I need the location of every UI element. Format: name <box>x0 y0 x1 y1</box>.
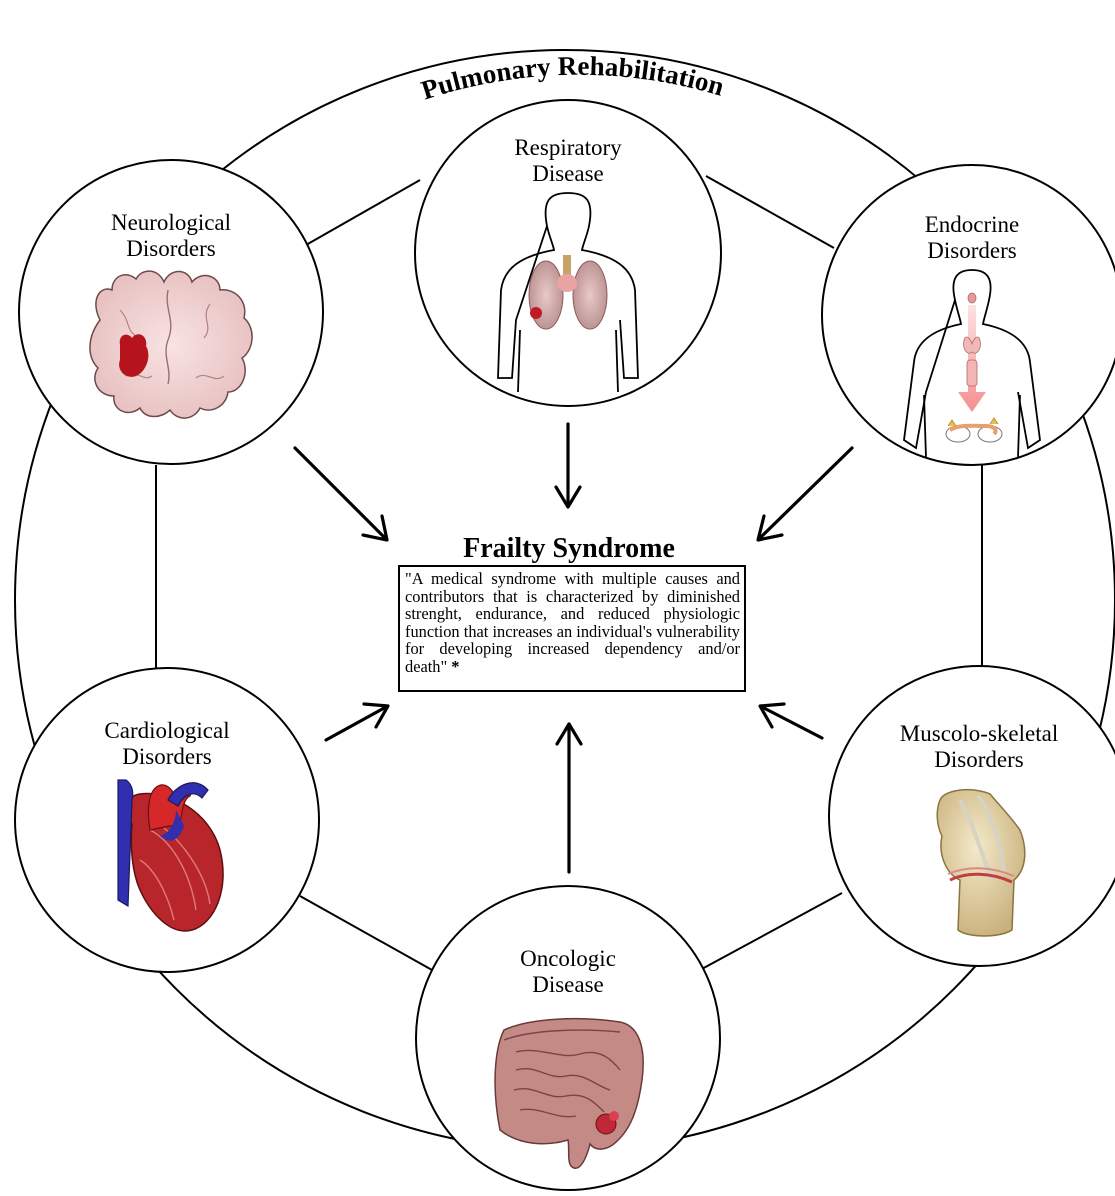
node-oncologic-label-line1: Oncologic <box>520 946 616 971</box>
arrow-from-endocrine <box>756 446 854 542</box>
node-musculoskeletal-label-line1: Muscolo-skeletal <box>900 721 1058 746</box>
lungs-torso-icon <box>497 192 639 393</box>
node-endocrine-label-line1: Endocrine <box>925 212 1020 237</box>
arrow-from-musculoskeletal <box>758 702 824 740</box>
definition-text: "A medical syndrome with multiple causes… <box>405 569 740 676</box>
center-title: Frailty Syndrome <box>463 533 675 564</box>
node-cardiological-label-line1: Cardiological <box>104 718 229 743</box>
node-oncologic: Oncologic Disease <box>415 885 721 1191</box>
node-neurological-label-line1: Neurological <box>111 210 231 235</box>
definition-box: "A medical syndrome with multiple causes… <box>398 565 746 692</box>
node-musculoskeletal-label-line2: Disorders <box>934 747 1023 772</box>
knee-joint-icon <box>936 788 1026 937</box>
brain-section-icon <box>89 270 253 419</box>
arrows <box>293 422 854 874</box>
node-oncologic-label-line2: Disease <box>532 972 604 997</box>
arrow-from-neurological <box>293 446 389 542</box>
arrow-from-cardiological <box>324 702 390 742</box>
arrow-from-oncologic <box>555 722 583 874</box>
endocrine-torso-icon <box>903 269 1041 459</box>
arrow-from-respiratory <box>554 422 582 509</box>
node-musculoskeletal: Muscolo-skeletal Disorders <box>828 665 1115 967</box>
node-neurological: Neurological Disorders <box>18 159 324 465</box>
hexagon-connectors <box>155 175 983 971</box>
node-respiratory-label-line2: Disease <box>532 161 604 186</box>
intestine-icon <box>494 1017 644 1169</box>
node-endocrine: Endocrine Disorders <box>821 164 1115 466</box>
node-cardiological-label-line2: Disorders <box>122 744 211 769</box>
node-cardiological: Cardiological Disorders <box>14 667 320 973</box>
heart-icon <box>117 779 224 932</box>
node-respiratory-label-line1: Respiratory <box>514 135 622 160</box>
node-neurological-label-line2: Disorders <box>126 236 215 261</box>
footnote-mark: * <box>451 656 460 676</box>
node-endocrine-label-line2: Disorders <box>927 238 1016 263</box>
node-respiratory: Respiratory Disease <box>414 99 722 407</box>
